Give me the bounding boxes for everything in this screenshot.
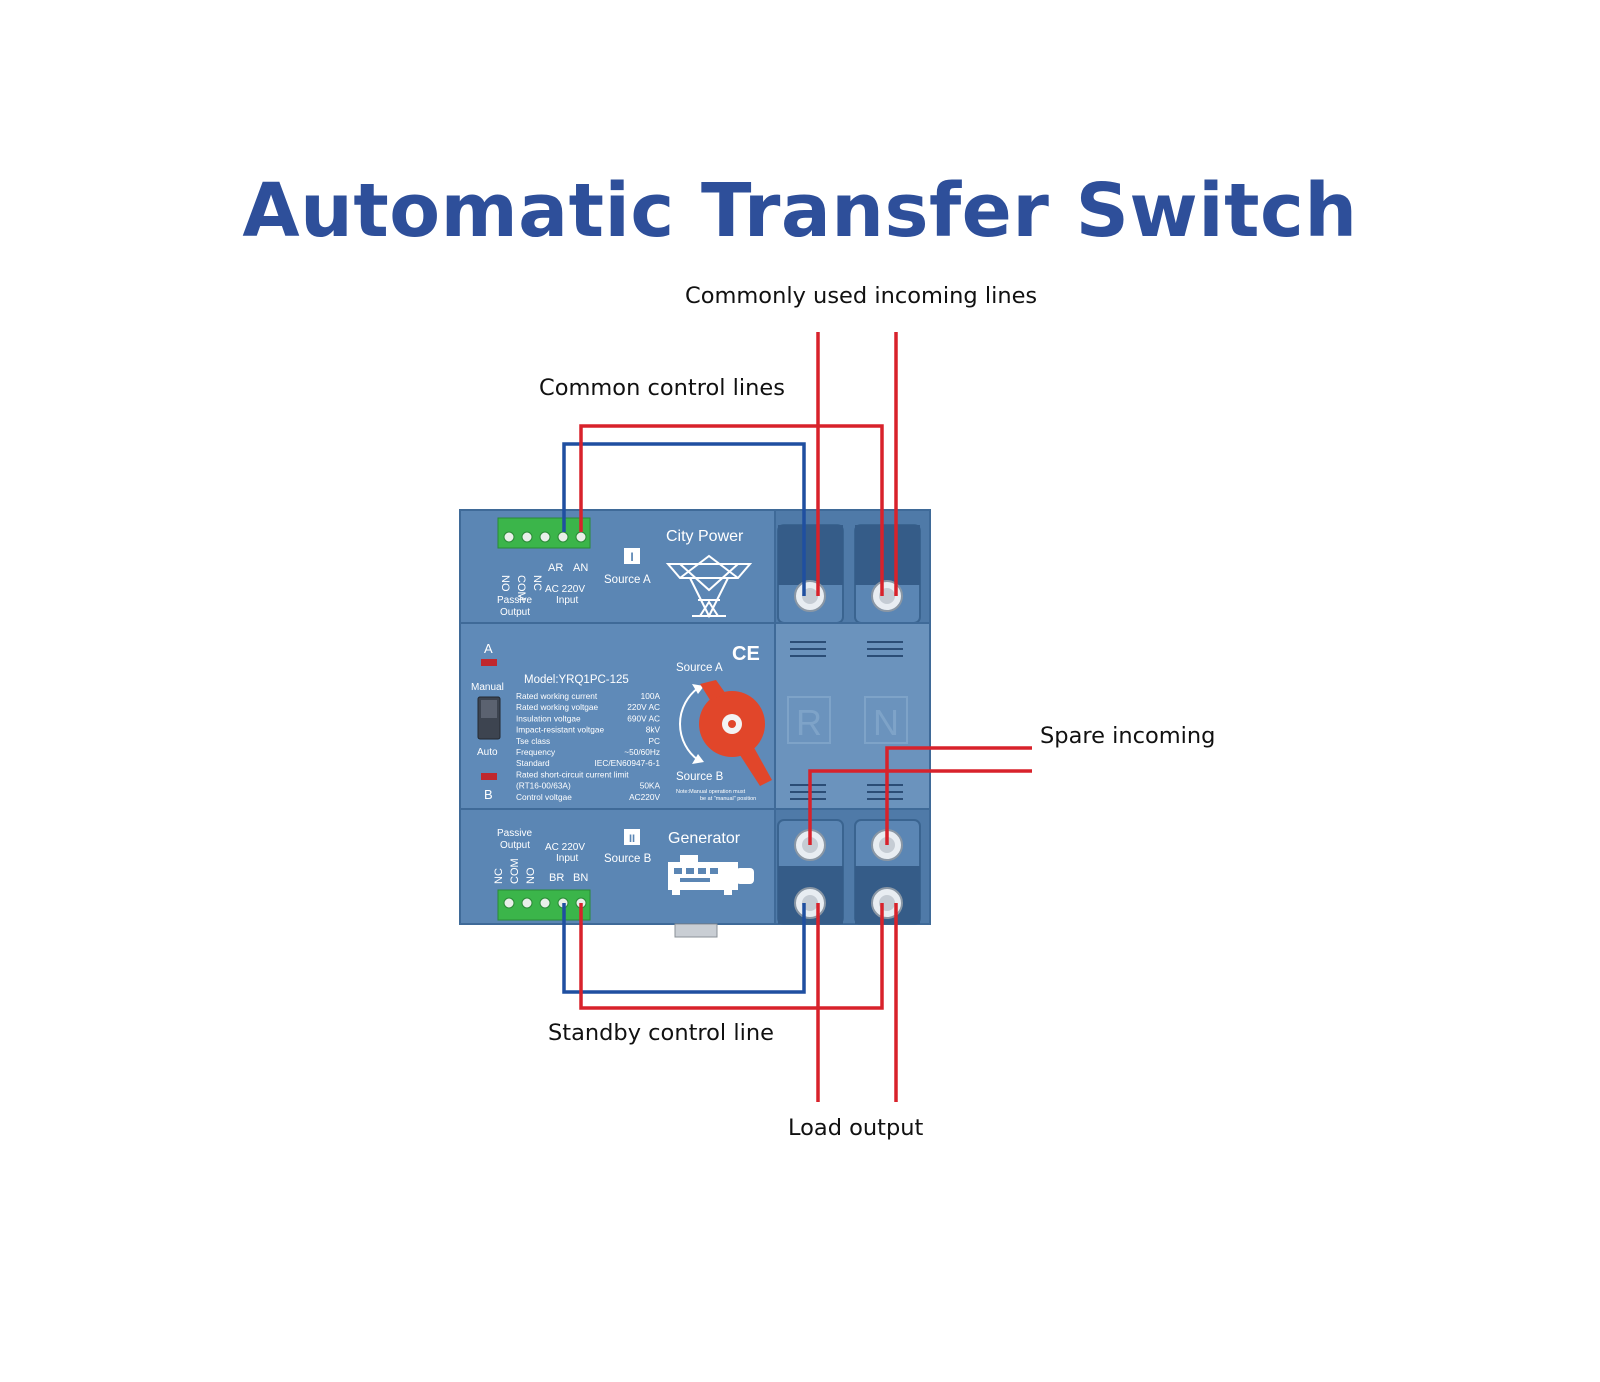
ce-mark: CE bbox=[732, 643, 760, 665]
top-terminal-com: COM bbox=[515, 575, 527, 601]
manual-label: Manual bbox=[471, 682, 504, 693]
spec-value: 220V AC bbox=[627, 702, 660, 712]
bottom-output-label: Output bbox=[500, 840, 530, 851]
callout-standby-control-line: Standby control line bbox=[548, 1020, 774, 1046]
callout-commonly-used-incoming-lines: Commonly used incoming lines bbox=[685, 283, 1038, 309]
indicator-b-led bbox=[481, 773, 497, 780]
standby-control-wire-red bbox=[579, 903, 884, 1010]
callout-spare-incoming: Spare incoming bbox=[1040, 723, 1216, 749]
common-control-wire-red bbox=[579, 424, 884, 596]
bottom-terminal-bn: BN bbox=[573, 872, 588, 884]
auto-label: Auto bbox=[477, 747, 498, 758]
middle-pole-block bbox=[774, 622, 931, 810]
load-screw-r bbox=[794, 887, 826, 919]
top-module: NO COM NC AR AN AC 220V Input Passive Ou… bbox=[497, 517, 903, 619]
common-control-wire-blue bbox=[562, 442, 806, 596]
top-passive-label: Passive bbox=[497, 595, 532, 606]
pole-r-box bbox=[787, 696, 831, 744]
pole-n-box bbox=[864, 696, 908, 744]
spare-incoming-wire-n bbox=[885, 746, 1032, 845]
svg-text:I: I bbox=[630, 550, 633, 564]
spec-value: AC220V bbox=[629, 792, 660, 802]
bottom-source-b-label: Source B bbox=[604, 853, 652, 865]
spec-label: Rated working current bbox=[516, 691, 598, 701]
rotary-handle[interactable] bbox=[699, 680, 772, 786]
page-title: Automatic Transfer Switch bbox=[242, 168, 1358, 254]
indicator-b-label: B bbox=[484, 787, 493, 802]
spec-value: 100A bbox=[641, 691, 661, 701]
middle-module: A Manual Auto B CE Model:YRQ1PC-125 Rate… bbox=[471, 641, 908, 802]
din-rail-clip bbox=[674, 923, 718, 938]
top-source-a-label: Source A bbox=[604, 574, 651, 586]
top-screw-r bbox=[794, 580, 826, 612]
source-ii-badge bbox=[624, 829, 640, 845]
pole-r-label: R bbox=[796, 702, 822, 743]
generator-label: Generator bbox=[668, 830, 741, 847]
spec-label: Rated short-circuit current limit bbox=[516, 769, 629, 779]
model-label: Model:YRQ1PC-125 bbox=[524, 674, 629, 686]
handle-source-a-label: Source A bbox=[676, 662, 723, 674]
callout-common-control-lines: Common control lines bbox=[539, 375, 785, 401]
spec-label: Tse class bbox=[516, 736, 550, 746]
spec-value: ~50/60Hz bbox=[624, 747, 660, 757]
handle-source-b-label: Source B bbox=[676, 771, 724, 783]
pole-markings bbox=[790, 641, 903, 800]
pole-n-label: N bbox=[873, 702, 899, 743]
generator-icon bbox=[668, 855, 754, 895]
spec-table: Rated working current 100A Rated working v… bbox=[516, 691, 660, 802]
bottom-terminal-br: BR bbox=[549, 872, 564, 884]
bottom-input-label: Input bbox=[556, 853, 578, 864]
spec-label: Impact-resistant voltgae bbox=[516, 725, 604, 735]
power-tower-icon bbox=[665, 554, 753, 619]
top-terminal-nc: NC bbox=[531, 575, 543, 591]
wiring bbox=[562, 332, 1032, 1102]
spec-value: PC bbox=[648, 736, 660, 746]
spare-incoming-wire-r bbox=[808, 769, 1032, 845]
top-output-label: Output bbox=[500, 607, 530, 618]
spec-value: 50KA bbox=[640, 781, 661, 791]
spec-label: Standard bbox=[516, 758, 550, 768]
spec-label: Insulation voltgae bbox=[516, 713, 581, 723]
svg-text:II: II bbox=[629, 833, 635, 845]
bottom-ac220-label: AC 220V bbox=[545, 842, 585, 853]
source-i-badge bbox=[624, 548, 640, 564]
spec-label: (RT16-00/63A) bbox=[516, 781, 571, 791]
city-power-label: City Power bbox=[666, 528, 744, 545]
rotation-arrow-icon bbox=[679, 687, 699, 761]
spec-value: 690V AC bbox=[627, 713, 660, 723]
callout-load-output: Load output bbox=[788, 1115, 924, 1141]
top-terminal-an: AN bbox=[573, 562, 588, 574]
bottom-terminal-com: COM bbox=[509, 858, 521, 884]
spec-value: IEC/EN60947-6-1 bbox=[595, 758, 661, 768]
top-terminal-no: NO bbox=[499, 575, 511, 592]
manual-note-line-2: be at "manual" position bbox=[700, 796, 756, 802]
spec-value: 8kV bbox=[646, 725, 661, 735]
standby-control-wire-blue bbox=[562, 903, 806, 994]
bottom-terminal-no: NO bbox=[525, 867, 537, 884]
spec-label: Frequency bbox=[516, 747, 556, 757]
bottom-passive-label: Passive bbox=[497, 828, 532, 839]
indicator-a-led bbox=[481, 659, 497, 666]
top-terminal-ar: AR bbox=[548, 562, 563, 574]
top-screw-n bbox=[871, 580, 903, 612]
spec-label: Rated working voltgae bbox=[516, 702, 598, 712]
bottom-terminal-nc: NC bbox=[493, 868, 505, 884]
indicator-a-label: A bbox=[484, 641, 493, 656]
manual-note-line-1: Note:Manual operation must bbox=[676, 789, 746, 795]
top-ac220-label: AC 220V bbox=[545, 584, 585, 595]
top-input-label: Input bbox=[556, 595, 578, 606]
spec-label: Control voltgae bbox=[516, 792, 572, 802]
